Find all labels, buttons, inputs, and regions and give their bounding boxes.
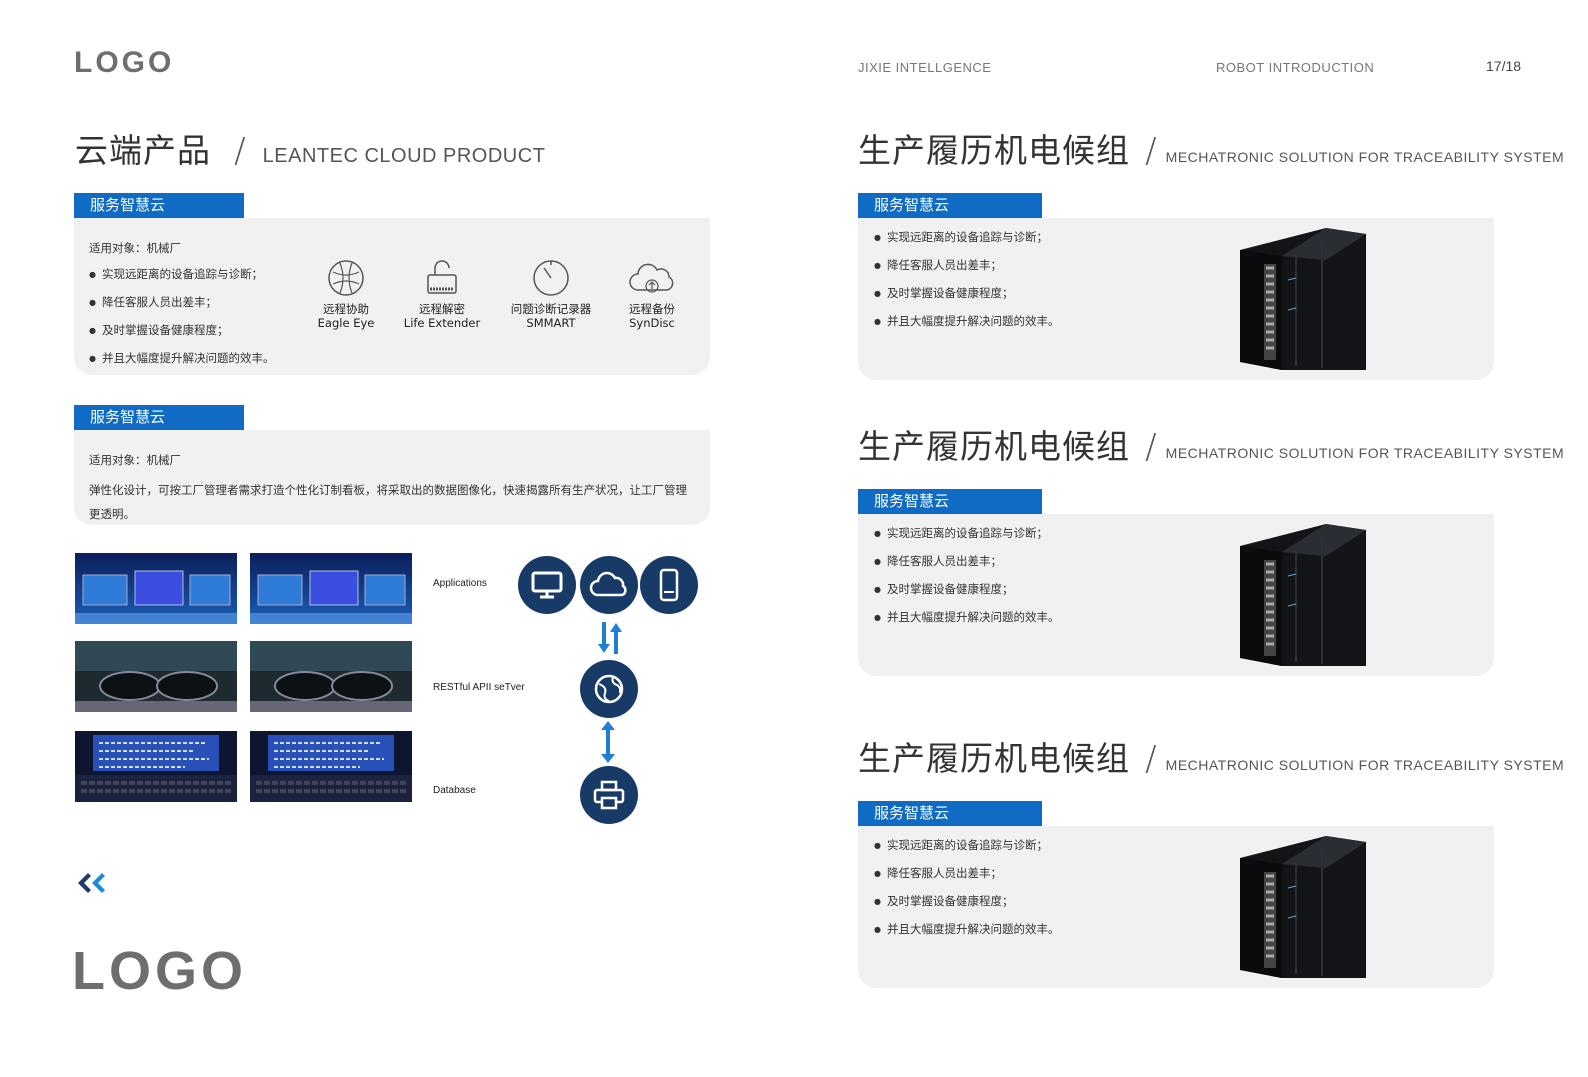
section-title: 生产履历机电候组 / MECHATRONIC SOLUTION FOR TRAC…: [858, 420, 1564, 468]
header-company: JIXIE INTELLGENCE: [858, 60, 992, 75]
title-en: LEANTEC CLOUD PRODUCT: [262, 145, 546, 167]
arrow-bidirectional-icon: [599, 720, 617, 768]
section-bullet: 并且大幅度提升解决问题的效丰。: [874, 921, 1060, 937]
card1-bullet: 实现远距离的设备追踪与诊断；: [89, 266, 263, 282]
printer-icon: [580, 766, 638, 824]
logo-bottom: LOGO: [72, 941, 247, 1001]
back-chevron-icon[interactable]: [74, 871, 106, 899]
section-bullet: 降任客服人员出差丰；: [874, 865, 1002, 881]
feature-en: SynDisc: [629, 316, 675, 330]
card1-subject: 适用对象：机械厂: [89, 241, 181, 255]
cloud-upload-icon: [629, 263, 674, 293]
section-bullet: 并且大幅度提升解决问题的效丰。: [874, 609, 1060, 625]
left-title: 云端产品 / LEANTEC CLOUD PRODUCT: [75, 124, 545, 172]
feature-en: SMMART: [526, 316, 576, 330]
section-bullet: 实现远距离的设备追踪与诊断；: [874, 525, 1048, 541]
globe-icon: [328, 260, 364, 296]
section-bullet: 实现远距离的设备追踪与诊断；: [874, 229, 1048, 245]
section-bullet: 及时掌握设备健康程度；: [874, 893, 1014, 909]
section-bullet: 并且大幅度提升解决问题的效丰。: [874, 313, 1060, 329]
section-tag: 服务智慧云: [858, 801, 1042, 826]
card1-bullet: 及时掌握设备健康程度；: [89, 322, 229, 338]
feature-remote-decrypt[interactable]: 远程解密 Life Extender: [399, 258, 485, 330]
title-slash: /: [1145, 739, 1157, 779]
page-number: 17/18: [1486, 58, 1522, 74]
section-title: 生产履历机电候组 / MECHATRONIC SOLUTION FOR TRAC…: [858, 124, 1564, 172]
globe-icon: [580, 660, 638, 718]
server-rack-image: [1236, 220, 1370, 376]
title-cn: 云端产品: [75, 131, 211, 170]
feature-en: Life Extender: [403, 316, 481, 330]
monitor-icon: [518, 556, 576, 614]
section-title-cn: 生产履历机电候组: [858, 427, 1130, 466]
label-api-server: RESTful APII seTver: [433, 682, 525, 693]
section-title-en: MECHATRONIC SOLUTION FOR TRACEABILITY SY…: [1165, 757, 1565, 773]
section-tag: 服务智慧云: [858, 193, 1042, 218]
card2-subject: 适用对象：机械厂: [89, 453, 181, 467]
card1-bullet: 并且大幅度提升解决问题的效丰。: [89, 350, 275, 366]
section-title-en: MECHATRONIC SOLUTION FOR TRACEABILITY SY…: [1165, 149, 1565, 165]
title-slash: /: [234, 131, 246, 171]
feature-cn: 远程备份: [629, 302, 675, 316]
image-glasses-code: [75, 641, 237, 712]
section-bullet: 实现远距离的设备追踪与诊断；: [874, 837, 1048, 853]
cloud-icon: [580, 556, 638, 614]
feature-cn: 远程协助: [323, 302, 369, 316]
section-bullet: 及时掌握设备健康程度；: [874, 285, 1014, 301]
image-monitors: [75, 553, 237, 624]
card2-tag: 服务智慧云: [74, 405, 244, 430]
server-rack-image: [1236, 516, 1370, 672]
arrows-up-down-icon: [595, 620, 625, 660]
feature-remote-assist[interactable]: 远程协助 Eagle Eye: [306, 258, 386, 330]
section-tag: 服务智慧云: [858, 489, 1042, 514]
logo-top: LOGO: [74, 46, 175, 79]
label-applications: Applications: [433, 578, 487, 589]
card1-bullet: 降任客服人员出差丰；: [89, 294, 217, 310]
feature-cn: 问题诊断记录器: [510, 302, 592, 316]
section-title-cn: 生产履历机电候组: [858, 131, 1130, 170]
section-title: 生产履历机电候组 / MECHATRONIC SOLUTION FOR TRAC…: [858, 732, 1564, 780]
section-title-en: MECHATRONIC SOLUTION FOR TRACEABILITY SY…: [1165, 445, 1565, 461]
image-laptop-keyboard: [250, 731, 412, 802]
title-slash: /: [1145, 427, 1157, 467]
header-section: ROBOT INTRODUCTION: [1216, 60, 1375, 75]
image-laptop-keyboard: [75, 731, 237, 802]
feature-cn: 远程解密: [419, 302, 465, 316]
card2-description: 弹性化设计，可按工厂管理者需求打造个性化订制看板，将采取出的数据图像化，快速揭露…: [89, 483, 687, 521]
card2-panel: [74, 430, 710, 525]
unlock-icon: [427, 260, 457, 294]
image-monitors: [250, 553, 412, 624]
phone-icon: [640, 556, 698, 614]
server-rack-image: [1236, 828, 1370, 984]
card1-tag: 服务智慧云: [74, 193, 244, 218]
feature-remote-backup[interactable]: 远程备份 SynDisc: [616, 258, 688, 330]
label-database: Database: [433, 785, 476, 796]
feature-en: Eagle Eye: [317, 316, 375, 330]
title-slash: /: [1145, 131, 1157, 171]
section-bullet: 降任客服人员出差丰；: [874, 553, 1002, 569]
image-glasses-code: [250, 641, 412, 712]
section-bullet: 及时掌握设备健康程度；: [874, 581, 1014, 597]
section-bullet: 降任客服人员出差丰；: [874, 257, 1002, 273]
section-title-cn: 生产履历机电候组: [858, 739, 1130, 778]
timer-icon: [533, 260, 569, 296]
feature-diagnostic-recorder[interactable]: 问题诊断记录器 SMMART: [503, 258, 599, 330]
